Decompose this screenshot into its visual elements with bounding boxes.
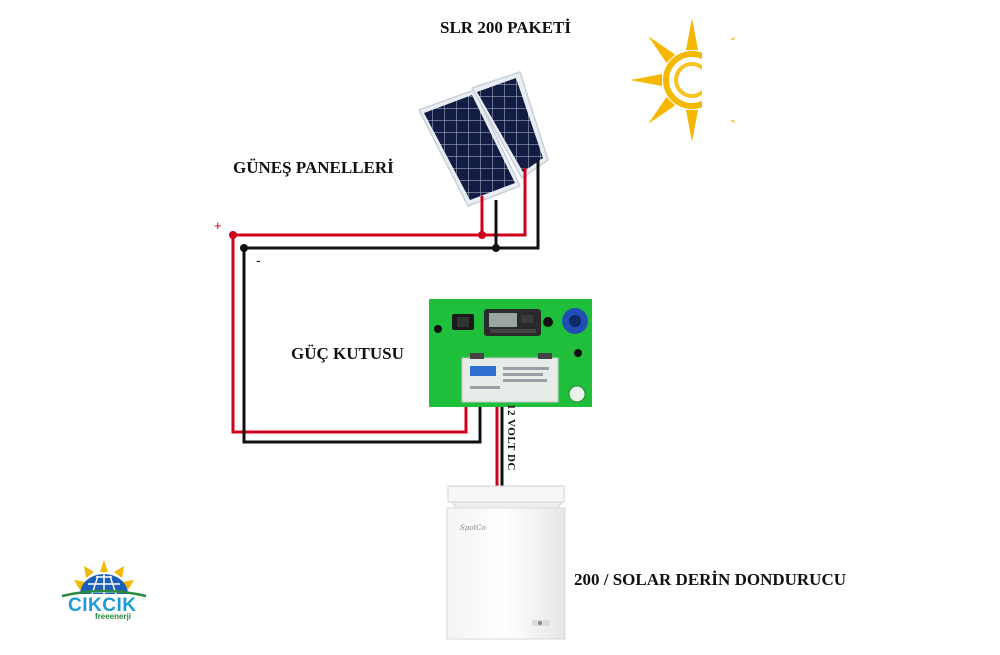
freezer-label: 200 / SOLAR DERİN DONDURUCU [574, 570, 847, 589]
brand-tagline: freeenerji [95, 612, 132, 621]
freezer-icon [446, 485, 566, 640]
dc-cable [495, 406, 504, 488]
panel-positive-junction [478, 231, 486, 239]
solar-panel-icon [417, 71, 549, 207]
positive-junction [229, 231, 237, 239]
dc-cable-label: 12 VOLT DC [505, 404, 517, 471]
negative-sign: - [256, 252, 261, 268]
charge-controller-icon [484, 309, 541, 336]
brand-name: CIKCIK [68, 595, 137, 616]
solar-panels-label: GÜNEŞ PANELLERİ [233, 158, 394, 177]
panel-wires [480, 160, 540, 250]
freezer-badge: SpotCo [460, 524, 486, 532]
negative-wire [242, 246, 496, 444]
negative-junction [240, 244, 248, 252]
sun-icon [630, 18, 742, 142]
power-box-icon [429, 299, 592, 407]
battery-icon [461, 353, 559, 403]
brand-logo-icon [61, 560, 147, 598]
positive-wire [231, 233, 482, 434]
diagram-title: SLR 200 PAKETİ [440, 18, 571, 37]
power-box-label: GÜÇ KUTUSU [291, 344, 404, 363]
panel-negative-junction [492, 244, 500, 252]
positive-sign: + [214, 218, 222, 233]
